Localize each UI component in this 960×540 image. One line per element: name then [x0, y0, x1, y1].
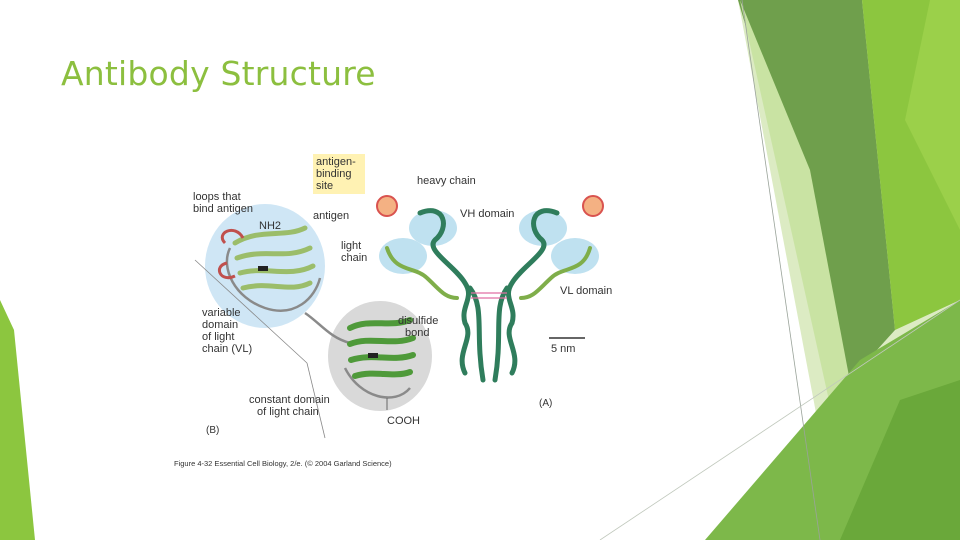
- label-variable-domain-3: of light: [202, 331, 234, 343]
- disulfide-marker-c: [368, 353, 378, 358]
- antigen-loops: [217, 228, 245, 280]
- label-disulfide-bond-1: disulfide: [398, 315, 438, 327]
- deco-shape-bright: [905, 0, 960, 230]
- label-panel-a: (A): [539, 398, 552, 409]
- label-light-chain-2: chain: [341, 252, 367, 264]
- label-antigen-binding-site-3: site: [316, 180, 333, 192]
- variable-bracket-line: [194, 259, 308, 364]
- label-light-chain-1: light: [341, 240, 361, 252]
- label-constant-domain-2: of light chain: [257, 406, 319, 418]
- label-panel-b: (B): [206, 425, 219, 436]
- deco-shape-bottom-dark: [840, 380, 960, 540]
- figure-caption: Figure 4-32 Essential Cell Biology, 2/e.…: [174, 459, 392, 468]
- label-cooh: COOH: [387, 415, 420, 427]
- label-heavy-chain: heavy chain: [417, 175, 476, 187]
- constant-domain-ribbons: [347, 317, 416, 379]
- disulfide-marker-v: [258, 266, 268, 271]
- label-vl-domain: VL domain: [560, 285, 612, 297]
- deco-line-1: [741, 0, 821, 540]
- variable-domain-ribbons: [232, 225, 316, 291]
- antibody-y-shape: [376, 195, 604, 383]
- label-antigen-binding-site-2: binding: [316, 168, 351, 180]
- antibody-illustration: antigen- binding site heavy chain VH dom…: [174, 154, 612, 468]
- label-variable-domain-4: chain (VL): [202, 343, 252, 355]
- antigen-binding-site-box: [313, 154, 365, 194]
- label-disulfide-bond-2: bond: [405, 327, 429, 339]
- label-loops-1: loops that: [193, 191, 241, 203]
- constant-bracket-line: [306, 362, 326, 439]
- label-variable-domain-1: variable: [202, 307, 241, 319]
- backbone-coil: [225, 247, 411, 399]
- label-scale: 5 nm: [551, 343, 575, 355]
- label-antigen-binding-site-1: antigen-: [316, 156, 356, 168]
- deco-shape-left: [0, 300, 35, 540]
- slide-title: Antibody Structure: [61, 54, 376, 93]
- label-constant-domain-1: constant domain: [249, 394, 330, 406]
- label-loops-2: bind antigen: [193, 203, 253, 215]
- label-vh-domain: VH domain: [460, 208, 514, 220]
- antibody-figure: antigen- binding site heavy chain VH dom…: [165, 148, 625, 478]
- label-nh2: NH2: [259, 220, 281, 232]
- deco-line-2: [599, 299, 960, 540]
- label-antigen: antigen: [313, 210, 349, 222]
- label-variable-domain-2: domain: [202, 319, 238, 331]
